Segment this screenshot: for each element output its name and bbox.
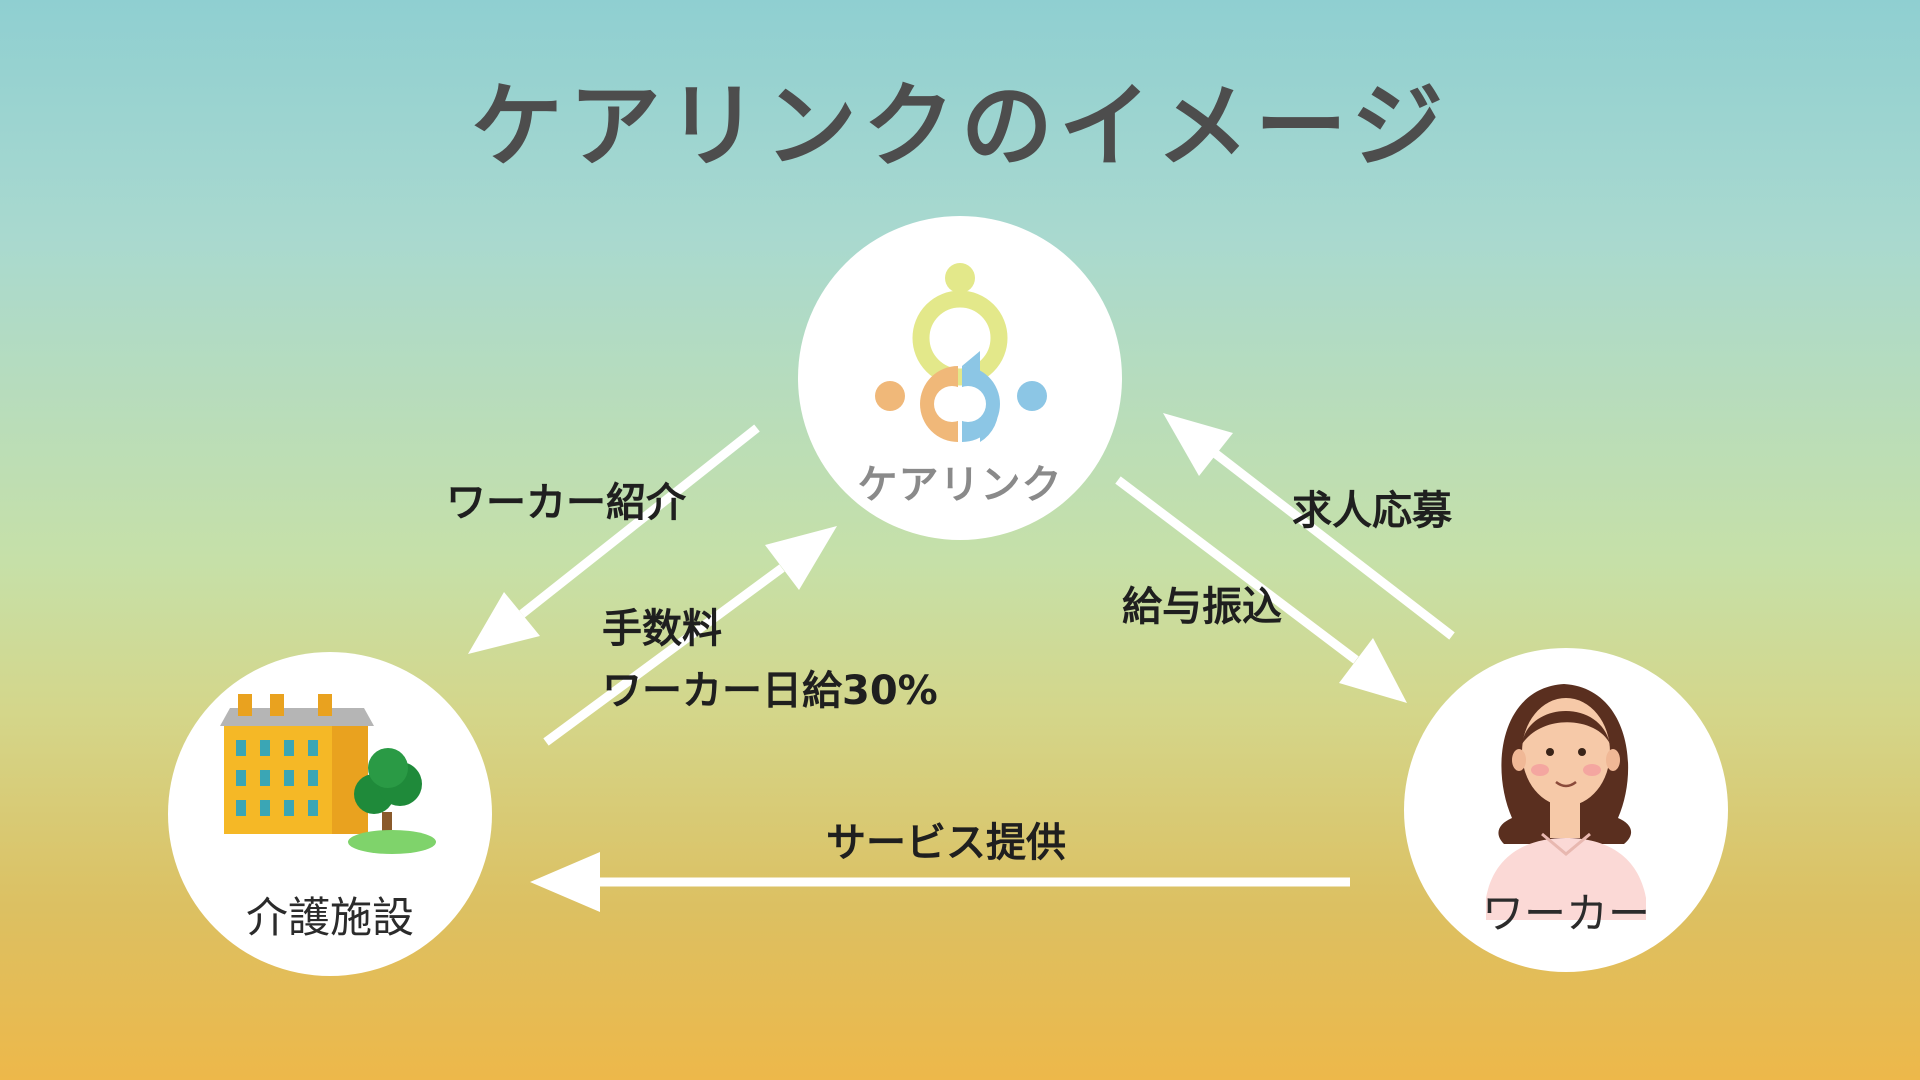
worker-label: ワーカー	[1404, 880, 1728, 941]
job-application-label: 求人応募	[1292, 480, 1452, 542]
carelink-node: ケアリンク	[798, 216, 1122, 540]
fee-label-line1: 手数料	[602, 598, 938, 660]
fee-label-line2: ワーカー日給30%	[602, 660, 938, 722]
salary-transfer-label: 給与振込	[1122, 576, 1282, 638]
worker-introduction-label: ワーカー紹介	[446, 472, 686, 534]
carelink-label: ケアリンク	[798, 452, 1122, 510]
facility-node: 介護施設	[168, 652, 492, 976]
worker-node: ワーカー	[1404, 648, 1728, 972]
fee-label: 手数料 ワーカー日給30%	[602, 598, 938, 722]
facility-label: 介護施設	[168, 884, 492, 945]
service-provision-label: サービス提供	[826, 812, 1066, 874]
